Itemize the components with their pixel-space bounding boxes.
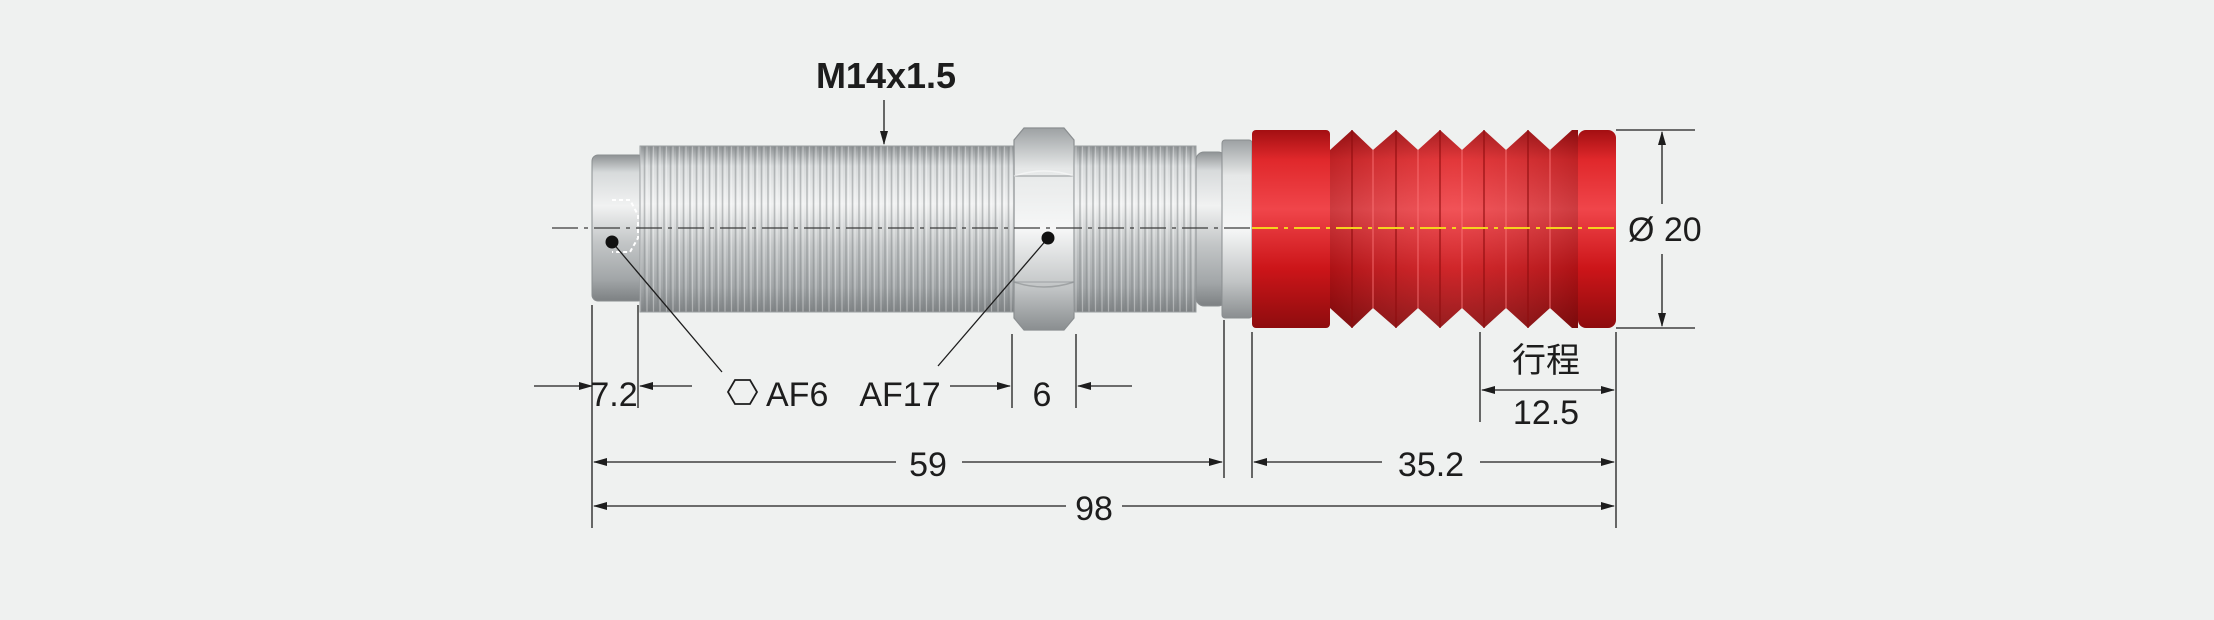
hex-socket-label: AF6: [766, 376, 828, 414]
body-length-label: 59: [909, 446, 947, 484]
hexagon-icon: [726, 379, 759, 405]
diameter-label: Ø 20: [1628, 211, 1702, 249]
hex-socket-outline: [612, 199, 639, 253]
nut-af-label: AF17: [859, 376, 940, 414]
stroke-title-label: 行程: [1512, 341, 1580, 381]
body-collar: [1221, 139, 1253, 319]
nut-thickness-label: 6: [1033, 376, 1052, 414]
lock-nut: [1013, 127, 1075, 331]
thread-label: M14x1.5: [816, 55, 956, 96]
stroke-label: 12.5: [1513, 394, 1579, 432]
dimension-lines: [534, 100, 1695, 528]
shock-absorber-body: [552, 127, 1616, 331]
af6-leader-dot: [605, 235, 619, 249]
bellows-length-label: 35.2: [1398, 446, 1464, 484]
front-length-label: 7.2: [590, 376, 637, 414]
af17-leader-dot: [1041, 231, 1055, 245]
total-length-label: 98: [1075, 490, 1113, 528]
